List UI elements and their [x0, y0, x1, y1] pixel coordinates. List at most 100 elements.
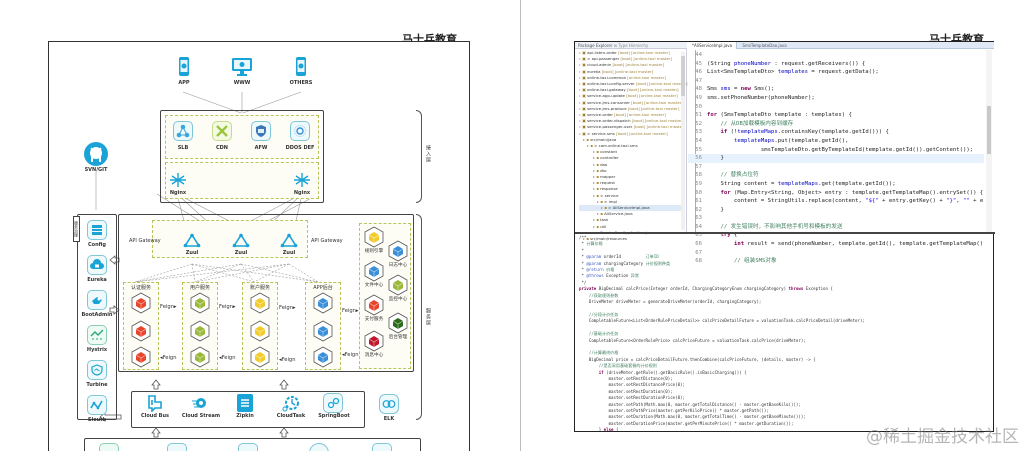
tree-item[interactable]: ▸ ▪ util	[593, 223, 607, 229]
line-number: 59	[695, 180, 702, 187]
project-item[interactable]: ▹ ▣ cloud-admin [boot] [online-taxi mast…	[579, 62, 665, 68]
code-line: } else {	[579, 427, 619, 431]
tree-item[interactable]: ▸ ▪ > impl	[597, 198, 617, 204]
line-number: 64	[695, 223, 702, 230]
nginx-label-2: Nginx	[293, 190, 311, 196]
infra-cloud-stream-label: Cloud Stream	[181, 413, 221, 419]
tree-item[interactable]: ▸ ▪ controller	[593, 155, 619, 161]
editor-scrollbar-thumb[interactable]	[987, 106, 991, 154]
tab-type-hierarchy[interactable]: Type Hierarchy	[618, 43, 649, 48]
project-item[interactable]: ▹ ▣ > service-sms [boot] [online-taxi ma…	[579, 130, 668, 136]
service-instance	[312, 346, 334, 368]
zuul-icon	[280, 233, 298, 248]
governance-item-eureka	[87, 255, 107, 275]
tree-item[interactable]: ▸ ▪ src/main/resources	[583, 236, 627, 242]
project-item[interactable]: ▹ ▣ eureka [boot] [online-taxi master]	[579, 68, 654, 74]
code-line: 53 if (!templateMaps.containsKey(templat…	[688, 128, 984, 137]
feign-call-label: Feign▸	[160, 304, 177, 310]
feign-call-label: ◂Feign	[219, 355, 236, 361]
slb-label: SLB	[177, 145, 189, 151]
tree-item[interactable]: ▸ ▪ task	[593, 217, 609, 223]
cdn-tile	[212, 121, 232, 141]
zuul-label-3: Zuul	[282, 250, 296, 256]
editor-tab-bar: *AliServiceImpl.java SmsTemplateDao.java	[688, 42, 994, 49]
service-cube-icon	[190, 292, 210, 314]
tree-item[interactable]: ▸ ▪ dto	[593, 167, 607, 173]
package-explorer: Package Explorer ⊠ Type Hierarchy ▹ ▣ ap…	[575, 42, 688, 241]
code-line: 54 templateMaps.put(template.getId(),	[688, 137, 984, 146]
tree-item[interactable]: ▸ ▪ constant	[593, 149, 617, 155]
code-line: //获取规则参数	[588, 292, 619, 298]
client-others-label: OTHERS	[289, 80, 313, 86]
line-number: 46	[695, 69, 702, 76]
data-layer-item-3	[238, 443, 258, 451]
editor-tab-active[interactable]: *AliServiceImpl.java	[688, 42, 738, 49]
code-line: master.setRestDuration(0);	[579, 388, 673, 394]
tree-item[interactable]: ▸ ▪ > AliServiceImpl.java	[579, 205, 683, 212]
client-app	[176, 57, 192, 77]
nginx-node-1	[168, 172, 188, 192]
code-line: 60 for (Map.Entry<String, Object> entry …	[688, 189, 984, 198]
project-item[interactable]: ▹ ▣ service-app-update [boot] [online-ta…	[579, 93, 678, 99]
project-item[interactable]: ▹ ▣ online-taxi-config-server [boot] [on…	[579, 81, 688, 87]
line-number: 50	[695, 103, 702, 110]
service-cube-icon	[313, 346, 333, 368]
feign-call-label: ◂Feign	[279, 357, 296, 363]
editor-scrollbar[interactable]	[986, 50, 992, 232]
code-line: 50	[688, 103, 984, 112]
code-line: master.setDuration(Math.max(0, master.ge…	[579, 414, 806, 420]
project-item[interactable]: ▹ ▣ service-order [boot] [online-taxi ma…	[579, 112, 666, 118]
line-number: 57	[695, 163, 702, 170]
tree-item[interactable]: ▸ ▪ src/main/java	[583, 136, 617, 142]
governance-item-sleuth-label: Sleuth	[87, 417, 107, 423]
service-cube-icon	[364, 330, 384, 352]
explorer-scrollbar-thumb[interactable]	[681, 56, 685, 96]
line-number: 66	[695, 241, 702, 248]
governance-item-bootadmin-label: BootAdmin	[81, 312, 113, 318]
code-line: DriveMeter driveMeter = generateDriveMet…	[579, 299, 762, 305]
tree-item[interactable]: ▸ ▪ > service	[593, 192, 619, 198]
governance-label: 服务治理	[73, 216, 80, 242]
data-layer-box	[84, 438, 421, 451]
scm-label: SVN/GIT	[84, 167, 108, 173]
tree-item[interactable]: ▸ ▪ > com.online.taxi.sms	[587, 143, 638, 149]
project-item[interactable]: ▹ ▣ service-jms-produce [boot] [online-t…	[579, 105, 680, 111]
elk-icon	[382, 400, 396, 408]
sleuth-icon	[90, 400, 103, 410]
tree-item[interactable]: ▸ ▪ response	[593, 186, 618, 192]
project-item[interactable]: ▹ ▣ service-order-dispatch [boot] [onlin…	[579, 118, 684, 124]
tab-package-explorer[interactable]: Package Explorer	[578, 43, 613, 48]
explorer-scrollbar[interactable]	[681, 52, 685, 230]
code-line: 65 try {	[688, 231, 984, 240]
nginx-node-2	[292, 172, 312, 192]
infra-zipkin	[237, 394, 253, 412]
service-column-title: 用户服务	[189, 285, 210, 291]
service-cube-icon	[388, 312, 408, 334]
project-item[interactable]: ▹ ▣ > api-passenger [boot] [online-taxi …	[579, 56, 673, 62]
tree-item[interactable]: ▸ ▪ dao	[593, 161, 608, 167]
tree-item[interactable]: ▸ ▪ AliService.java	[597, 211, 633, 217]
zuul-label-1: Zuul	[185, 250, 199, 256]
project-item[interactable]: ▹ ▣ online-taxi-common [online-taxi mast…	[579, 74, 666, 80]
line-number: 51	[695, 112, 702, 119]
tree-item[interactable]: ▸ ▪ request	[593, 180, 615, 186]
config-icon	[92, 225, 102, 235]
mobile-icon	[296, 57, 306, 76]
infra-cloud-bus-label: Cloud Bus	[140, 413, 170, 419]
access-layer-brace	[416, 110, 422, 203]
ide-screenshot: Package Explorer ⊠ Type Hierarchy ▹ ▣ ap…	[574, 41, 995, 432]
governance-item-turbine-label: Turbine	[86, 382, 108, 388]
project-item[interactable]: ▹ ▣ api-listen-order [boot] [online-taxi…	[579, 50, 670, 55]
editor-tab-2[interactable]: SmsTemplateDao.java	[742, 43, 787, 48]
feign-call-label: Feign▸	[219, 304, 236, 310]
project-item[interactable]: ▹ ▣ service-jms-consumer [boot] [online-…	[579, 99, 683, 105]
project-item[interactable]: ▹ ▣ online-taxi-gateway [boot] [online-t…	[579, 87, 679, 93]
tree-item[interactable]: ▸ ▪ mapper	[593, 174, 616, 180]
project-item[interactable]: ▹ ▣ service-passenger-user [boot] [onlin…	[579, 124, 686, 130]
service-instance	[312, 292, 334, 314]
infra-elk-label: ELK	[383, 416, 395, 422]
code-line: */	[579, 279, 587, 285]
service-cube-icon	[388, 274, 408, 296]
governance-item-hystrix-label: Hystrix	[86, 347, 108, 353]
